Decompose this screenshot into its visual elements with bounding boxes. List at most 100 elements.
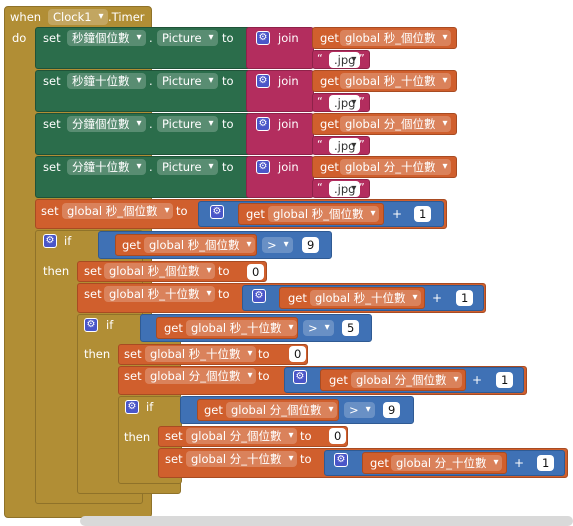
set-label: set [165, 452, 183, 466]
get-label: get [122, 238, 141, 252]
component-dropdown[interactable]: 分鐘個位數 [67, 116, 146, 132]
gear-icon[interactable]: ⚙ [125, 400, 139, 414]
operator-dropdown[interactable]: > [344, 402, 375, 418]
component-dropdown[interactable]: 分鐘十位數 [67, 159, 146, 175]
get-label: get [204, 403, 223, 417]
plus-label: + [392, 207, 403, 221]
number-field[interactable]: 0 [289, 346, 307, 362]
gear-icon[interactable]: ⚙ [256, 160, 270, 174]
variable-dropdown[interactable]: global 分_個位數 [145, 368, 257, 384]
variable-dropdown[interactable]: global 分_十位數 [391, 455, 503, 471]
variable-dropdown[interactable]: global 秒_十位數 [340, 73, 452, 89]
plus-label: + [514, 456, 525, 470]
get-label: get [320, 74, 339, 88]
get-label: get [370, 456, 389, 470]
join-label: join [278, 160, 299, 174]
get-label: get [164, 321, 183, 335]
join-label: join [278, 74, 299, 88]
set-label: set [124, 347, 142, 361]
set-label: set [41, 204, 59, 218]
gear-icon[interactable]: ⚙ [252, 289, 266, 303]
to-label: to [218, 264, 230, 278]
component-dropdown[interactable]: Clock1 [48, 9, 108, 25]
plus-label: + [432, 291, 443, 305]
variable-dropdown[interactable]: global 秒_個位數 [144, 237, 256, 253]
to-label: to [222, 74, 234, 88]
gear-icon[interactable]: ⚙ [210, 205, 224, 219]
to-label: to [176, 204, 188, 218]
number-field[interactable]: 1 [456, 290, 474, 306]
to-label: to [258, 369, 270, 383]
then-label: then [84, 347, 111, 361]
get-label: get [329, 373, 348, 387]
variable-dropdown[interactable]: global 秒_十位數 [186, 320, 298, 336]
variable-dropdown[interactable]: global 秒_十位數 [145, 346, 257, 362]
text-string[interactable]: .jpg [329, 181, 361, 197]
variable-dropdown[interactable]: global 秒_個位數 [62, 203, 174, 219]
variable-dropdown[interactable]: global 分_個位數 [186, 428, 298, 444]
gear-icon[interactable]: ⚙ [256, 31, 270, 45]
plus-label: + [472, 373, 483, 387]
get-label: get [320, 117, 339, 131]
get-label: get [320, 160, 339, 174]
property-dropdown[interactable]: Picture [157, 159, 218, 175]
join-label: join [278, 31, 299, 45]
operator-dropdown[interactable]: > [303, 320, 334, 336]
number-field[interactable]: 0 [247, 264, 265, 280]
to-label: to [222, 31, 234, 45]
gear-icon[interactable]: ⚙ [84, 318, 98, 332]
property-dropdown[interactable]: Picture [157, 116, 218, 132]
gear-icon[interactable]: ⚙ [43, 234, 57, 248]
operator-dropdown[interactable]: > [262, 237, 293, 253]
gear-icon[interactable]: ⚙ [293, 370, 307, 384]
number-field[interactable]: 9 [302, 237, 320, 253]
text-string[interactable]: .jpg [329, 138, 361, 154]
to-label: to [222, 160, 234, 174]
set-label: set [84, 264, 102, 278]
to-label: to [258, 347, 270, 361]
do-label: do [12, 31, 27, 45]
variable-dropdown[interactable]: global 秒_個位數 [340, 30, 452, 46]
to-label: to [300, 452, 312, 466]
to-label: to [222, 117, 234, 131]
number-field[interactable]: 0 [329, 428, 347, 444]
set-label: set [43, 31, 61, 45]
variable-dropdown[interactable]: global 秒_十位數 [310, 290, 422, 306]
number-field[interactable]: 1 [537, 455, 555, 471]
variable-dropdown[interactable]: global 秒_十位數 [104, 286, 216, 302]
get-label: get [288, 291, 307, 305]
number-field[interactable]: 5 [342, 320, 360, 336]
number-field[interactable]: 1 [496, 372, 514, 388]
set-label: set [165, 429, 183, 443]
variable-dropdown[interactable]: global 分_個位數 [351, 372, 463, 388]
variable-dropdown[interactable]: global 分_十位數 [340, 159, 452, 175]
to-label: to [218, 287, 230, 301]
number-field[interactable]: 1 [414, 206, 432, 222]
variable-dropdown[interactable]: global 分_十位數 [186, 451, 298, 467]
event-name-label: .Timer [108, 10, 145, 24]
gear-icon[interactable]: ⚙ [334, 453, 348, 467]
property-dropdown[interactable]: Picture [157, 30, 218, 46]
gear-icon[interactable]: ⚙ [256, 74, 270, 88]
set-label: set [43, 117, 61, 131]
when-label: when [10, 10, 42, 24]
then-label: then [124, 430, 151, 444]
text-string[interactable]: .jpg [329, 95, 361, 111]
property-dropdown[interactable]: Picture [157, 73, 218, 89]
set-label: set [124, 369, 142, 383]
variable-dropdown[interactable]: global 秒_個位數 [104, 263, 216, 279]
variable-dropdown[interactable]: global 秒_個位數 [268, 206, 380, 222]
if-label: if [146, 400, 154, 414]
gear-icon[interactable]: ⚙ [256, 117, 270, 131]
variable-dropdown[interactable]: global 分_個位數 [226, 402, 338, 418]
text-string[interactable]: .jpg [329, 52, 361, 68]
component-dropdown[interactable]: 秒鐘個位數 [67, 30, 146, 46]
horizontal-scrollbar[interactable] [80, 516, 573, 526]
set-label: set [43, 74, 61, 88]
component-dropdown[interactable]: 秒鐘十位數 [67, 73, 146, 89]
get-label: get [320, 31, 339, 45]
variable-dropdown[interactable]: global 分_個位數 [340, 116, 452, 132]
number-field[interactable]: 9 [383, 402, 401, 418]
set-label: set [43, 160, 61, 174]
set-label: set [84, 287, 102, 301]
